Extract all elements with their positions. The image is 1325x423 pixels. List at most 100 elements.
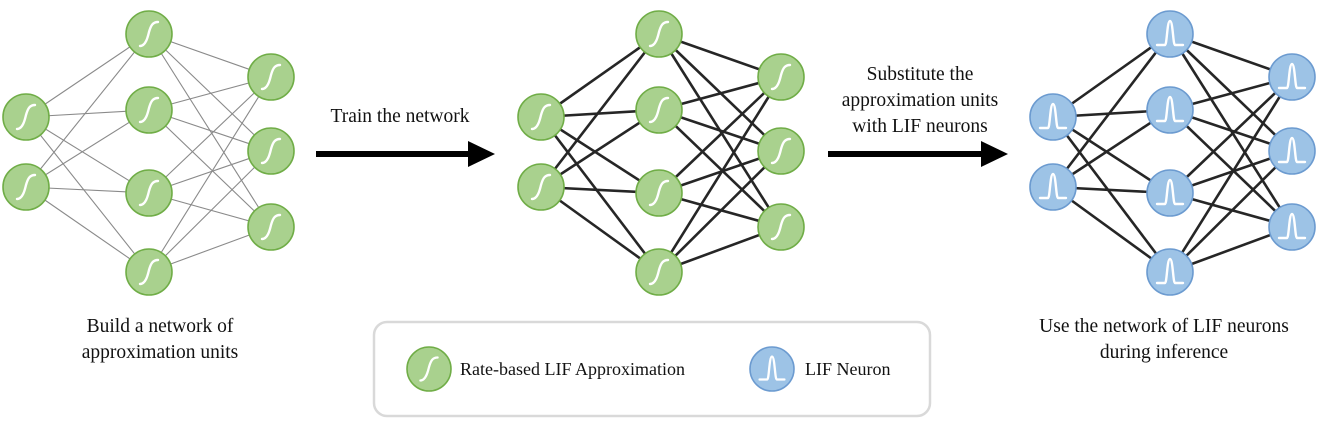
stage-trained-neuron-l1-0	[635, 10, 683, 58]
legend-icons	[406, 346, 795, 392]
stage-inference-neuron-l2-2	[1268, 203, 1316, 251]
stage-inference-neuron-l0-1	[1029, 163, 1077, 211]
sigmoid-curve-icon	[530, 173, 552, 201]
stage-build-neuron-l2-1	[247, 127, 295, 175]
spike-pulse-icon	[1155, 178, 1185, 206]
inference-caption-line-2: during inference	[1099, 342, 1229, 363]
build-caption-line-2: approximation units	[81, 342, 239, 363]
inference-caption: Use the network of LIF neurons during in…	[1014, 314, 1314, 366]
sigmoid-curve-icon	[260, 63, 282, 91]
stage-build-edge-l1-0-1	[148, 33, 272, 152]
stage-trained-edge-l0-0-0	[540, 32, 660, 119]
stage-build-neuron-l2-2	[247, 203, 295, 251]
stage-trained-neuron-l2-1	[757, 127, 805, 175]
sigmoid-curve-icon	[648, 20, 670, 48]
train-arrow-label: Train the network	[300, 104, 500, 130]
legend-label-approx: Rate-based LIF Approximation	[460, 356, 730, 382]
stage-build-edge-l0-1-3	[25, 186, 150, 273]
sigmoid-curve-icon	[648, 258, 670, 286]
legend-lif-text: LIF Neuron	[805, 359, 891, 379]
stage-build-neuron-l1-2	[125, 169, 173, 217]
stage-build-edge-l0-1-1	[25, 109, 150, 188]
sigmoid-curve-icon	[770, 137, 792, 165]
spike-pulse-icon	[1038, 102, 1068, 130]
edges-layer	[25, 32, 1294, 274]
spike-pulse-icon	[758, 355, 786, 381]
stage-inference-edge-l1-2-0	[1169, 76, 1293, 194]
stage-build-edge-l0-0-3	[25, 116, 150, 273]
stage-trained-neuron-l1-1	[635, 86, 683, 134]
stage-trained-edge-l0-1-0	[539, 33, 661, 188]
legend-neuron-approx	[406, 346, 452, 392]
legend-neuron-lif	[749, 346, 795, 392]
stage-build-neuron-l1-1	[125, 86, 173, 134]
stage-trained-neuron-l2-2	[757, 203, 805, 251]
spike-pulse-icon	[1277, 212, 1307, 240]
substitute-label-line-3: with LIF neurons	[852, 116, 988, 137]
sigmoid-curve-icon	[138, 179, 160, 207]
stage-trained-neuron-l0-0	[517, 93, 565, 141]
stage-build-neuron-l1-0	[125, 10, 173, 58]
legend-box	[372, 320, 932, 418]
stage-inference-neuron-l2-1	[1268, 127, 1316, 175]
stage-trained-edge-l1-3-0	[657, 76, 783, 273]
inference-caption-line-1: Use the network of LIF neurons	[1039, 316, 1289, 337]
stage-inference-neuron-l2-0	[1268, 53, 1316, 101]
stage-inference-edge-l1-1-2	[1169, 109, 1293, 228]
sigmoid-curve-icon	[138, 96, 160, 124]
sigmoid-curve-icon	[770, 213, 792, 241]
sigmoid-curve-icon	[530, 103, 552, 131]
stage-inference-neuron-l1-2	[1146, 169, 1194, 217]
sigmoid-curve-icon	[770, 63, 792, 91]
stage-trained-edge-l1-1-2	[658, 109, 782, 228]
stage-trained-edge-l0-1-3	[540, 185, 660, 274]
spike-pulse-icon	[1155, 95, 1185, 123]
stage-build-neuron-l0-0	[2, 93, 50, 141]
substitute-label-line-1: Substitute the	[866, 64, 974, 85]
spike-pulse-icon	[1038, 172, 1068, 200]
stage-trained-neuron-l1-3	[635, 248, 683, 296]
spike-pulse-icon	[1277, 62, 1307, 90]
stage-build-neuron-l0-1	[2, 163, 50, 211]
sigmoid-curve-icon	[138, 258, 160, 286]
stage-build-edge-l0-0-0	[25, 33, 150, 118]
sigmoid-curve-icon	[138, 20, 160, 48]
stage-build-neuron-l2-0	[247, 53, 295, 101]
stage-build-edge-l0-0-2	[25, 116, 150, 194]
sigmoid-curve-icon	[15, 103, 37, 131]
stage-inference-edge-l1-3-1	[1169, 150, 1293, 273]
substitute-arrow	[828, 141, 1008, 167]
legend-label-lif: LIF Neuron	[805, 356, 925, 382]
spike-pulse-icon	[1155, 257, 1185, 285]
stage-trained-edge-l0-0-3	[539, 116, 661, 273]
stage-trained-neuron-l2-0	[757, 53, 805, 101]
stage-build-edge-l1-2-0	[148, 76, 272, 194]
stage-trained-neuron-l1-2	[635, 169, 683, 217]
stage-trained-neuron-l0-1	[517, 163, 565, 211]
neurons-layer	[2, 10, 1316, 296]
sigmoid-curve-icon	[15, 173, 37, 201]
stage-inference-neuron-l0-0	[1029, 93, 1077, 141]
substitute-arrow-label: Substitute the approximation units with …	[815, 62, 1025, 140]
stage-trained-edge-l1-2-0	[658, 76, 782, 194]
sigmoid-curve-icon	[419, 356, 439, 382]
train-arrow-label-line-1: Train the network	[330, 106, 470, 127]
stage-trained-edge-l1-3-1	[658, 150, 782, 273]
build-caption: Build a network of approximation units	[40, 314, 280, 366]
legend-approx-text: Rate-based LIF Approximation	[460, 359, 685, 379]
sigmoid-curve-icon	[648, 96, 670, 124]
stage-inference-edge-l0-1-0	[1051, 33, 1172, 188]
stage-inference-edge-l0-0-0	[1052, 32, 1171, 119]
stage-inference-neuron-l1-1	[1146, 86, 1194, 134]
stage-inference-neuron-l1-0	[1146, 10, 1194, 58]
stage-build-edge-l0-1-0	[25, 33, 150, 188]
stage-inference-neuron-l1-3	[1146, 248, 1194, 296]
stage-build-edge-l1-3-0	[148, 76, 272, 273]
stage-inference-edge-l0-1-3	[1052, 185, 1171, 274]
sigmoid-curve-icon	[260, 213, 282, 241]
stage-build-edge-l1-1-2	[148, 109, 272, 228]
build-caption-line-1: Build a network of	[86, 316, 234, 337]
spike-pulse-icon	[1155, 19, 1185, 47]
stage-build-neuron-l1-3	[125, 248, 173, 296]
